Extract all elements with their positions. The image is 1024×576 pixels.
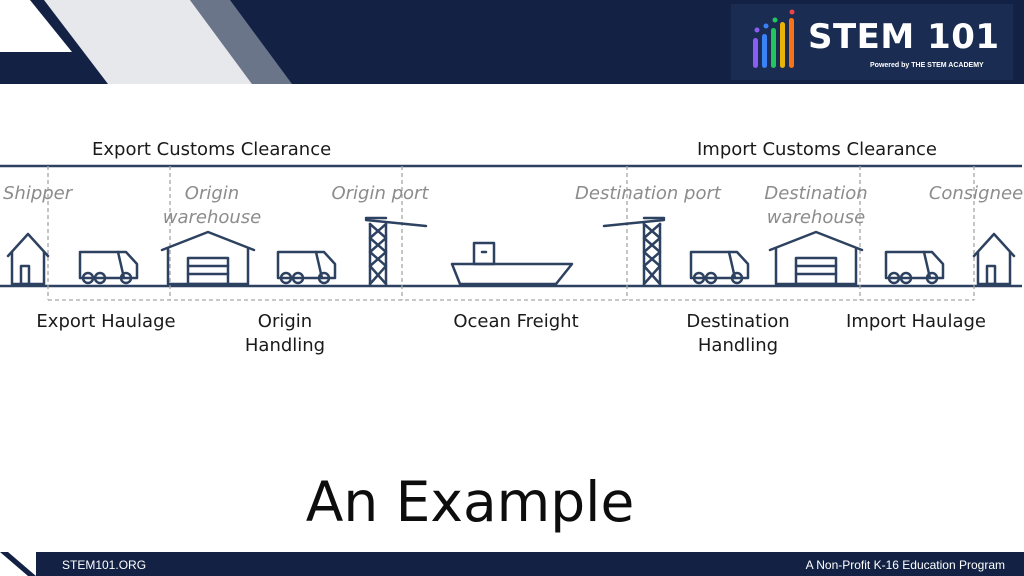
logo-title: STEM 101 [808, 17, 1000, 57]
crane-icon [602, 216, 666, 286]
ship-icon [450, 241, 574, 286]
truck-icon [689, 250, 750, 285]
destination-handling-label-1: Destination [686, 311, 789, 332]
header-stripe-light [44, 0, 252, 84]
origin-port-label: Origin port [331, 183, 429, 204]
destination-handling-label-2: Handling [698, 335, 778, 356]
stem101-logo [731, 4, 1013, 80]
house-icon [6, 232, 50, 286]
consignee-label: Consignee [929, 183, 1023, 204]
warehouse-icon [768, 230, 864, 286]
crane-icon [364, 216, 428, 286]
slide-title: An Example [305, 470, 635, 534]
warehouse-icon [160, 230, 256, 286]
logo-background [731, 4, 1013, 80]
destination-warehouse-label-2: warehouse [767, 207, 866, 228]
footer-tagline: A Non-Profit K-16 Education Program [805, 558, 1005, 572]
destination-warehouse-label-1: Destination [764, 183, 867, 204]
import-clearance-label: Import Customs Clearance [697, 139, 937, 160]
logistics-diagram: Export Customs Clearance Import Customs … [0, 139, 1023, 356]
logo-subtitle: Powered by THE STEM ACADEMY [870, 62, 984, 69]
truck-icon [884, 250, 945, 285]
footer-website: STEM101.ORG [62, 558, 147, 572]
ocean-freight-label: Ocean Freight [453, 311, 578, 332]
shipper-label: Shipper [3, 183, 74, 204]
origin-handling-label-2: Handling [245, 335, 325, 356]
truck-icon [78, 250, 139, 285]
export-clearance-label: Export Customs Clearance [92, 139, 331, 160]
import-haulage-label: Import Haulage [846, 311, 986, 332]
stage-dividers [47, 166, 975, 301]
origin-warehouse-label-1: Origin [185, 183, 239, 204]
header-stripe-gray [190, 0, 292, 84]
header-stripe-white [0, 0, 72, 52]
truck-icon [276, 250, 337, 285]
origin-warehouse-label-2: warehouse [163, 207, 262, 228]
logo-bars-icon [753, 9, 795, 68]
destination-port-label: Destination port [575, 183, 722, 204]
export-haulage-label: Export Haulage [36, 311, 175, 332]
house-icon [972, 232, 1016, 286]
footer-bar [0, 552, 1024, 576]
origin-handling-label-1: Origin [258, 311, 312, 332]
